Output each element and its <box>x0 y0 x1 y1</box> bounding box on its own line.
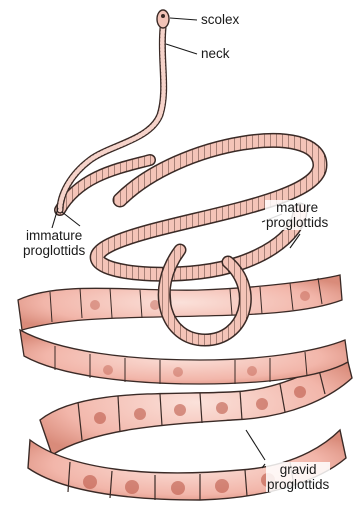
immature-proglottids-label: immature proglottids <box>22 228 86 258</box>
mature-proglottids-label: mature proglottids <box>265 200 329 230</box>
gravid-label-line2: proglottids <box>267 477 329 492</box>
gravid-label-line1: gravid <box>267 462 329 477</box>
scolex-label: scolex <box>200 12 240 27</box>
scolex-head <box>157 10 169 28</box>
immature-label-line1: immature <box>23 228 85 243</box>
gravid-proglottids-label: gravid proglottids <box>266 462 330 492</box>
mature-label-line1: mature <box>266 200 328 215</box>
mature-label-line2: proglottids <box>266 215 328 230</box>
neck-label: neck <box>200 46 231 61</box>
immature-label-line2: proglottids <box>23 243 85 258</box>
